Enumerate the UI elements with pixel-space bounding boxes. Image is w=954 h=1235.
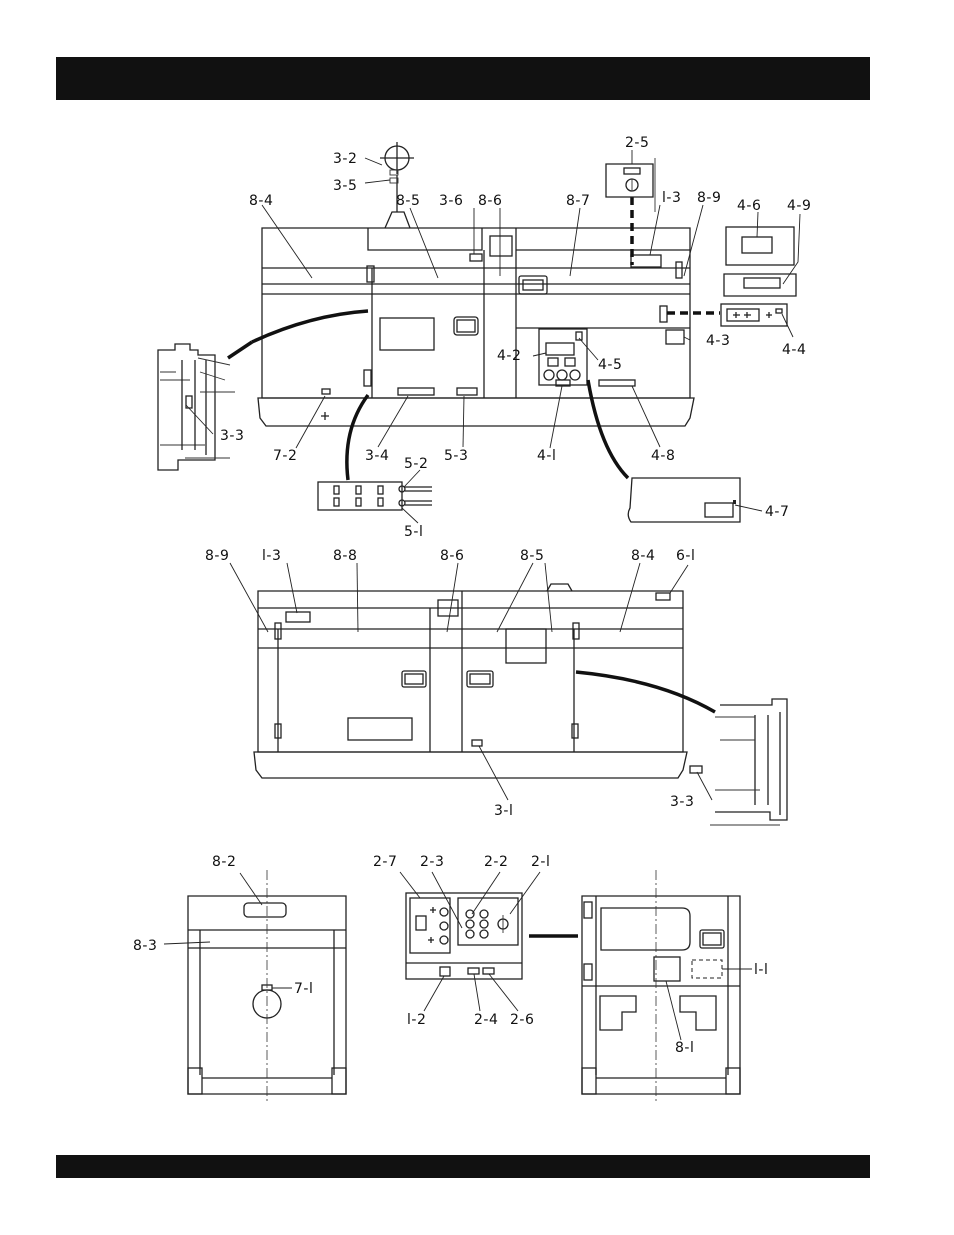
callout-8-4: 8-4 <box>249 193 273 209</box>
callout-1-3b: l-3 <box>262 548 281 564</box>
callout-3-4: 3-4 <box>365 448 389 464</box>
callout-1-3: l-3 <box>662 190 681 206</box>
callout-4-4: 4-4 <box>782 342 806 358</box>
callout-5-1: 5-l <box>404 524 423 540</box>
callout-2-3: 2-3 <box>420 854 444 870</box>
callout-8-2: 8-2 <box>212 854 236 870</box>
callout-4-5: 4-5 <box>598 357 622 373</box>
callout-8-5b: 8-5 <box>520 548 544 564</box>
rear-view <box>188 870 346 1102</box>
control-panel-detail <box>406 893 578 979</box>
callout-4-2: 4-2 <box>497 348 521 364</box>
callout-2-1: 2-l <box>531 854 550 870</box>
callout-8-8: 8-8 <box>333 548 357 564</box>
callout-3-6: 3-6 <box>439 193 463 209</box>
callout-8-6: 8-6 <box>478 193 502 209</box>
callout-3-5: 3-5 <box>333 178 357 194</box>
callout-3-2: 3-2 <box>333 151 357 167</box>
callout-3-3: 3-3 <box>220 428 244 444</box>
callout-2-7: 2-7 <box>373 854 397 870</box>
cable-right <box>576 672 715 712</box>
callout-6-1: 6-l <box>676 548 695 564</box>
callout-8-1: 8-l <box>675 1040 694 1056</box>
callout-4-8: 4-8 <box>651 448 675 464</box>
callout-8-4b: 8-4 <box>631 548 655 564</box>
callout-3-3b: 3-3 <box>670 794 694 810</box>
callout-8-9: 8-9 <box>697 190 721 206</box>
front-view <box>582 870 740 1102</box>
callout-4-3: 4-3 <box>706 333 730 349</box>
callout-2-4: 2-4 <box>474 1012 498 1028</box>
generator-right-side-view <box>254 584 687 778</box>
callout-2-5: 2-5 <box>625 135 649 151</box>
radiator-detail-left <box>158 342 252 470</box>
callout-4-6: 4-6 <box>737 198 761 214</box>
callout-3-1: 3-l <box>494 803 513 819</box>
callout-8-6b: 8-6 <box>440 548 464 564</box>
callout-7-1: 7-l <box>294 981 313 997</box>
callout-8-3: 8-3 <box>133 938 157 954</box>
callout-4-1: 4-l <box>537 448 556 464</box>
callout-8-7: 8-7 <box>566 193 590 209</box>
callout-4-9: 4-9 <box>787 198 811 214</box>
callout-8-5: 8-5 <box>396 193 420 209</box>
output-detail-panels <box>667 227 796 326</box>
callout-7-2: 7-2 <box>273 448 297 464</box>
callout-4-7: 4-7 <box>765 504 789 520</box>
callout-8-9b: 8-9 <box>205 548 229 564</box>
callout-1-2: l-2 <box>407 1012 426 1028</box>
generator-left-side-view <box>258 142 694 426</box>
callout-2-2: 2-2 <box>484 854 508 870</box>
callout-1-1: l-l <box>754 962 768 978</box>
callout-2-6: 2-6 <box>510 1012 534 1028</box>
radiator-detail-right <box>690 699 787 825</box>
callout-5-2: 5-2 <box>404 456 428 472</box>
callout-5-3: 5-3 <box>444 448 468 464</box>
cable-left <box>252 311 368 342</box>
